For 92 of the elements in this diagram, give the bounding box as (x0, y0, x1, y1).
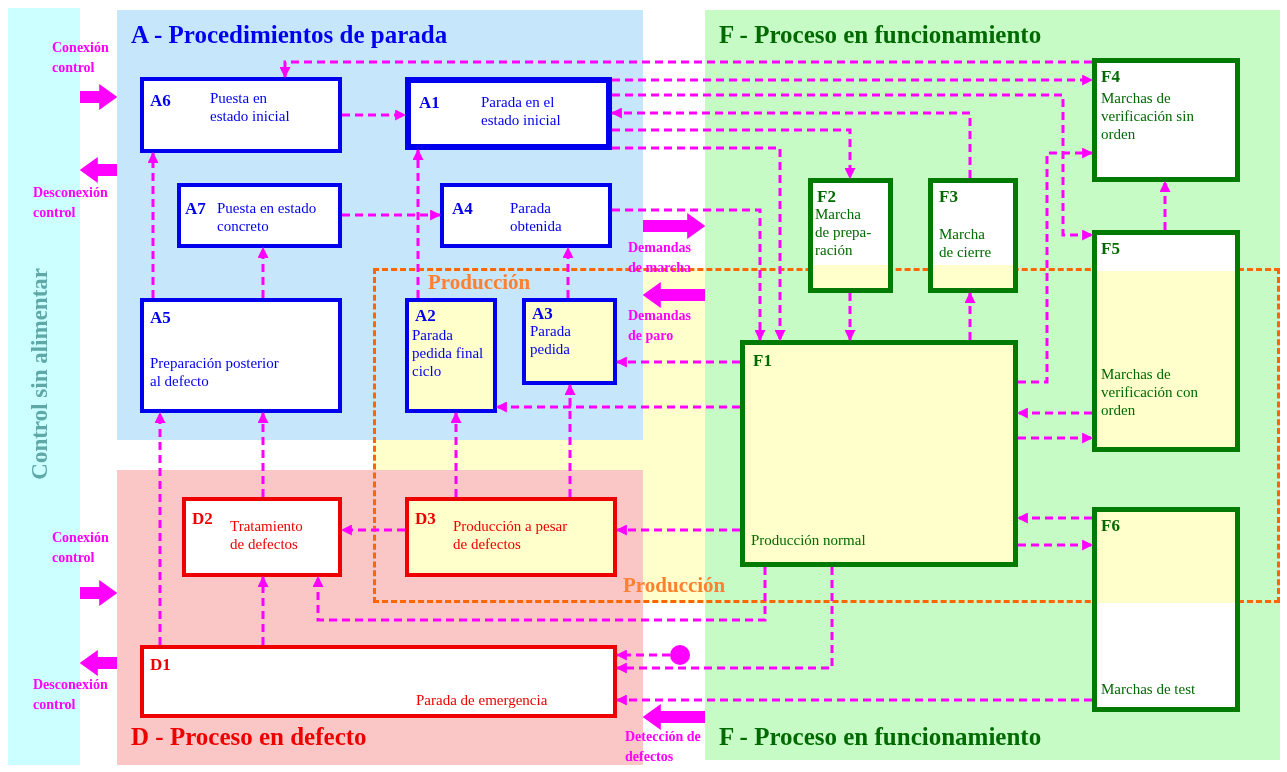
edge-label: Desconexión control (33, 184, 109, 222)
state-label: Marchas de verificación con orden (1101, 365, 1200, 419)
state-box (1092, 507, 1240, 712)
state-label: Marchas de verificación sin orden (1101, 89, 1195, 143)
arrow (147, 151, 159, 298)
state-box (1092, 230, 1240, 452)
arrow (564, 383, 576, 497)
arrow (844, 293, 856, 342)
state-box (140, 298, 342, 413)
zone-label: Producción (623, 573, 726, 598)
arrow (615, 524, 740, 536)
zone-label: Producción (428, 270, 531, 295)
state-box (405, 77, 612, 150)
arrow (610, 107, 972, 178)
edge-label: Detección de defectos (625, 728, 702, 766)
state-code: D1 (150, 655, 172, 676)
state-code: A1 (419, 93, 441, 114)
state-code: F2 (817, 187, 837, 208)
state-code: A7 (185, 199, 207, 220)
arrow (279, 60, 1092, 79)
arrow (615, 694, 1092, 706)
state-label: Parada en el estado inicial (481, 93, 562, 129)
arrow (257, 575, 269, 645)
arrow (257, 246, 269, 298)
state-label: Producción normal (751, 531, 867, 549)
state-label: Parada de emergencia (416, 691, 549, 709)
state-code: A6 (150, 91, 172, 112)
arrow (495, 401, 740, 413)
state-label: Puesta en estado concreto (217, 199, 318, 235)
arrow (615, 649, 670, 661)
state-code: F6 (1101, 516, 1121, 537)
arrow (1018, 539, 1094, 551)
state-code: D3 (415, 509, 437, 530)
arrow (1018, 432, 1094, 444)
arrow (612, 128, 856, 180)
state-label: Parada pedida (530, 322, 572, 358)
arrow (964, 291, 976, 340)
state-code: F3 (939, 187, 959, 208)
arrow (612, 146, 786, 342)
region-title: A - Procedimientos de parada (131, 20, 448, 50)
state-box (140, 77, 342, 153)
arrow (1016, 512, 1092, 524)
state-code: A4 (452, 199, 474, 220)
state-box (182, 497, 342, 577)
state-label: Marcha de prepa-ración (815, 205, 873, 259)
state-label: Marcha de cierre (939, 225, 993, 261)
arrow (340, 524, 405, 536)
edge-label: Desconexión control (33, 676, 109, 714)
state-label: Marchas de test (1101, 680, 1197, 698)
state-box (177, 183, 342, 248)
state-code: F5 (1101, 239, 1121, 260)
arrow (562, 246, 574, 298)
arrow (450, 411, 462, 497)
arrow (1159, 180, 1171, 230)
arrow (257, 411, 269, 497)
arrow (412, 148, 424, 298)
state-code: D2 (192, 509, 214, 530)
state-code: A2 (415, 306, 437, 327)
edge-label: Conexión control (52, 529, 110, 567)
arrow (1016, 407, 1092, 419)
arrow (612, 93, 1094, 241)
arrow (342, 109, 407, 121)
state-code: A3 (532, 304, 554, 325)
state-code: F4 (1101, 67, 1121, 88)
state-label: Preparación posterior al defecto (150, 354, 280, 390)
state-label: Puesta en estado inicial (210, 89, 291, 125)
state-label: Producción a pesar de defectos (453, 517, 569, 553)
state-box (140, 645, 617, 718)
state-box (1092, 58, 1240, 182)
region-title: F - Proceso en funcionamiento (719, 20, 1042, 50)
state-box (808, 178, 893, 293)
state-label: Parada pedida final ciclo (412, 326, 485, 380)
edge-label: Demandas de paro (628, 307, 692, 345)
state-code: F1 (753, 351, 773, 372)
band-title: Control sin alimentar (26, 268, 53, 480)
state-label: Parada obtenida (510, 199, 563, 235)
arrow (154, 411, 166, 645)
arrow (342, 209, 442, 221)
state-box (928, 178, 1018, 293)
region-title: F - Proceso en funcionamiento (719, 722, 1042, 752)
state-code: A5 (150, 308, 172, 329)
arrow (615, 356, 740, 368)
circle-shape (670, 645, 690, 665)
state-box (440, 183, 612, 248)
arrow (612, 208, 766, 342)
arrow (312, 567, 767, 622)
arrow (615, 567, 834, 674)
state-label: Tratamiento de defectos (230, 517, 304, 553)
arrow (1018, 147, 1094, 384)
arrow (612, 74, 1094, 86)
region-title: D - Proceso en defecto (131, 722, 367, 752)
edge-label: Conexión control (52, 39, 110, 77)
